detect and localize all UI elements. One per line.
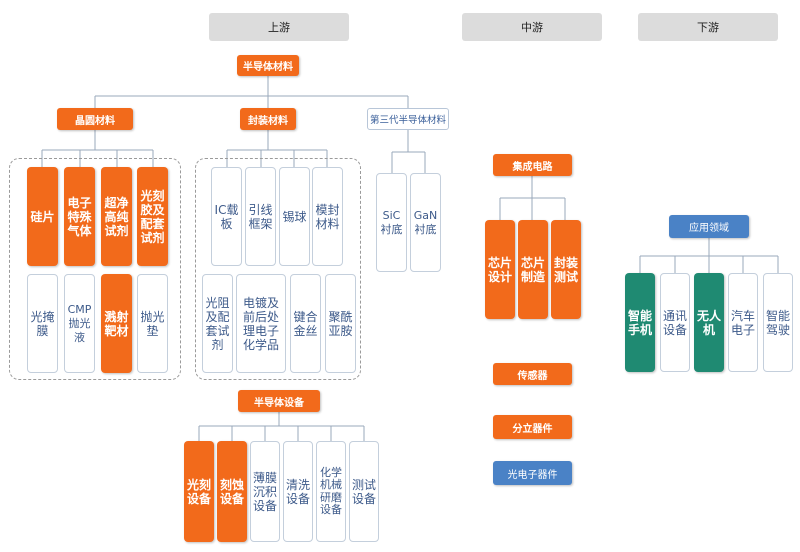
packaging-item: 锡球 bbox=[279, 167, 310, 266]
application-item: 无人机 bbox=[694, 273, 724, 372]
equipment-item: 刻蚀设备 bbox=[217, 441, 247, 542]
equipment-item: 光刻设备 bbox=[184, 441, 214, 542]
equipment-item: 薄膜沉积设备 bbox=[250, 441, 280, 542]
ic-item: 封装测试 bbox=[551, 220, 581, 319]
packaging-item: IC载板 bbox=[211, 167, 242, 266]
equipment-item: 清洗设备 bbox=[283, 441, 313, 542]
ic-item: 芯片制造 bbox=[518, 220, 548, 319]
application-item: 通讯设备 bbox=[660, 273, 690, 372]
wafer-item: 硅片 bbox=[27, 167, 58, 266]
wafer-item: 超净高纯试剂 bbox=[101, 167, 132, 266]
node-third-gen-materials: 第三代半导体材料 bbox=[367, 108, 449, 130]
wafer-item: 溅射靶材 bbox=[101, 274, 132, 373]
packaging-materials-group bbox=[195, 158, 361, 380]
packaging-item: 聚酰亚胺 bbox=[325, 274, 356, 373]
wafer-item: 光掩膜 bbox=[27, 274, 58, 373]
third-gen-item: GaN衬底 bbox=[410, 173, 441, 272]
node-discrete-devices: 分立器件 bbox=[493, 415, 572, 439]
node-optoelectronic-devices: 光电子器件 bbox=[493, 461, 572, 485]
node-wafer-materials: 晶圆材料 bbox=[57, 108, 133, 130]
equipment-item: 测试设备 bbox=[349, 441, 379, 542]
third-gen-item: SiC衬底 bbox=[376, 173, 407, 272]
node-sensor: 传感器 bbox=[493, 363, 572, 385]
header-upstream: 上游 bbox=[209, 13, 349, 41]
application-item: 智能驾驶 bbox=[763, 273, 793, 372]
node-semiconductor-materials: 半导体材料 bbox=[237, 55, 299, 76]
equipment-item: 化学机械研磨设备 bbox=[316, 441, 346, 542]
packaging-item: 模封材料 bbox=[312, 167, 343, 266]
application-item: 智能手机 bbox=[625, 273, 655, 372]
packaging-item: 电镀及前后处理电子化学品 bbox=[236, 274, 286, 373]
wafer-item: 光刻胶及配套试剂 bbox=[137, 167, 168, 266]
packaging-item: 键合金丝 bbox=[290, 274, 321, 373]
header-midstream: 中游 bbox=[462, 13, 602, 41]
packaging-item: 引线框架 bbox=[245, 167, 276, 266]
node-integrated-circuit: 集成电路 bbox=[493, 154, 572, 176]
node-application-fields: 应用领域 bbox=[669, 215, 749, 238]
packaging-item: 光阻及配套试剂 bbox=[202, 274, 233, 373]
wafer-item: 电子特殊气体 bbox=[64, 167, 95, 266]
application-item: 汽车电子 bbox=[728, 273, 758, 372]
wafer-item: CMP抛光液 bbox=[64, 274, 95, 373]
wafer-materials-group bbox=[9, 158, 181, 380]
header-downstream: 下游 bbox=[638, 13, 778, 41]
node-semiconductor-equipment: 半导体设备 bbox=[238, 390, 320, 412]
ic-item: 芯片设计 bbox=[485, 220, 515, 319]
node-packaging-materials: 封装材料 bbox=[240, 108, 296, 130]
wafer-item: 抛光垫 bbox=[137, 274, 168, 373]
